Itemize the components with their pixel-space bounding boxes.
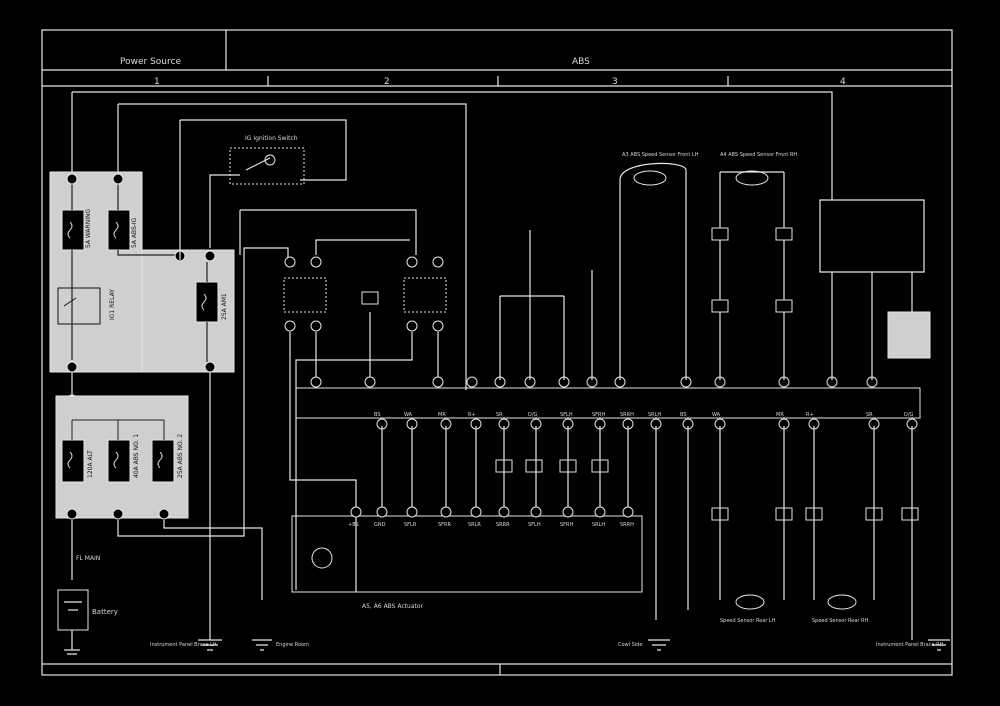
fuse-label-alt: 120A ALT [87, 450, 94, 478]
ecu-top-pin [364, 376, 376, 388]
actuator-pin [350, 506, 362, 518]
column-numbers: 1 2 3 4 [154, 76, 846, 87]
column-2: 2 [384, 77, 390, 87]
actuator-label: A5, A6 ABS Actuator [362, 603, 424, 610]
ecu-mid-pin-label: R+ [468, 412, 476, 418]
abs-motor-relay [819, 199, 925, 273]
actuator-pin-label: SRRR [496, 522, 510, 528]
ecu-mid-pins: BS WA MR R+ SR D/G SFLH SFRH SRRH SRLH BS WA MR R+ SR D… [374, 412, 918, 430]
ecu-mid-pin-label: D/G [904, 412, 914, 418]
svg-text:A4 ABS Speed Sensor Front RH: A4 ABS Speed Sensor Front RH [720, 152, 797, 158]
svg-text:Instrument Panel Brace RH: Instrument Panel Brace RH [876, 642, 944, 648]
ecu-mid-pin-label: SFRH [592, 412, 606, 418]
svg-text:Instrument Panel Brace LH: Instrument Panel Brace LH [150, 642, 217, 648]
actuator-pin-label: SRLH [592, 522, 605, 528]
actuator-pin [440, 506, 452, 518]
ecu-mid-pin-label: BS [374, 412, 381, 418]
fuse-25a-am1 [195, 281, 219, 323]
ig-switch-label: IG Ignition Switch [245, 135, 298, 142]
fuse-label-warning: 5A WARNING [85, 209, 92, 248]
actuator-pin-label: SRRH [620, 522, 634, 528]
fuse-5a-abs-ig [107, 209, 131, 251]
ecu-mid-pin-label: SR [496, 412, 503, 418]
column-1: 1 [154, 77, 160, 87]
battery: FL MAIN Battery [57, 555, 118, 655]
relay-cluster [239, 209, 447, 590]
speed-sensors: Speed Sensor Rear LH Speed Sensor Rear R… [622, 152, 869, 624]
ecu-mid-pin-label: SFLH [560, 412, 573, 418]
actuator-pin-label: SFLR [404, 522, 417, 528]
actuator-pin [622, 506, 634, 518]
fuse-block-lower: 120A ALT 40A ABS NO. 1 25A ABS NO. 2 [55, 395, 189, 520]
fuse-block-upper: 5A WARNING 5A ABS-IG 25A AM1 IG1 RELAY [49, 171, 235, 373]
actuator-pin [562, 506, 574, 518]
diagram-frame [41, 29, 953, 676]
fuse-label-abs2: 25A ABS NO. 2 [177, 434, 184, 478]
actuator-pin-label: SFRH [560, 522, 574, 528]
actuator-pin-label: GND [374, 522, 386, 528]
column-3: 3 [612, 77, 618, 87]
actuator-pin-label: SFRR [438, 522, 452, 528]
ecu-mid-pin-label: BS [680, 412, 687, 418]
ecu-mid-pin-label: D/G [528, 412, 538, 418]
actuator-pin-label: +BS [348, 522, 359, 528]
ground-symbols: Instrument Panel Brace LH Engine Room Co… [150, 580, 950, 651]
connector-block-right [887, 311, 931, 359]
actuator-pin-label: SFLH [528, 522, 541, 528]
ecu-mid-pin-label: SRLH [648, 412, 661, 418]
ig1-relay-label: IG1 RELAY [109, 289, 116, 320]
ecu-mid-pin-label: WA [404, 412, 413, 418]
ecu-top-pin [466, 376, 478, 388]
actuator-pin [376, 506, 388, 518]
abs-title: ABS [572, 57, 590, 67]
ecu-top-pin [432, 376, 444, 388]
actuator-pin [498, 506, 510, 518]
ecu-mid-pin-label: SR [866, 412, 873, 418]
actuator-pins: +BS GND SFLR SFRR SRLR SRRR SFLH SFRH SRLH SRRH [348, 506, 634, 528]
ecu-top-pin [310, 376, 322, 388]
ecu-mid-pin-label: MR [776, 412, 784, 418]
actuator-pin [470, 506, 482, 518]
ecu-mid-pin-label: SRRH [620, 412, 634, 418]
actuator-pin [594, 506, 606, 518]
svg-text:Engine Room: Engine Room [276, 642, 309, 648]
actuator-pin-label: SRLR [468, 522, 481, 528]
abs-actuator: A5, A6 ABS Actuator [291, 515, 643, 610]
battery-label: Battery [92, 608, 118, 616]
main-feed-wire [72, 91, 833, 200]
actuator-pin [406, 506, 418, 518]
ecu-mid-pin-label: WA [712, 412, 721, 418]
svg-text:Cowl Side: Cowl Side [618, 642, 642, 648]
fuse-5a-warning [61, 209, 85, 251]
fl-main-label: FL MAIN [76, 555, 100, 562]
actuator-pin [530, 506, 542, 518]
column-4: 4 [840, 77, 846, 87]
fuse-label-abs1: 40A ABS NO. 1 [133, 434, 140, 478]
ignition-switch: IG Ignition Switch [229, 135, 305, 185]
power-source-title: Power Source [120, 57, 181, 67]
ecu-mid-pin-label: MR [438, 412, 446, 418]
ecu-mid-pin-label: R+ [806, 412, 814, 418]
svg-text:A3 ABS Speed Sensor Front LH: A3 ABS Speed Sensor Front LH [622, 152, 699, 158]
fuse-connectors [66, 173, 216, 406]
svg-text:Speed Sensor Rear RH: Speed Sensor Rear RH [812, 618, 869, 624]
fuse-label-am1: 25A AM1 [221, 293, 228, 320]
abs-ecu-box [295, 387, 921, 419]
svg-text:Speed Sensor Rear LH: Speed Sensor Rear LH [720, 618, 776, 624]
fuse-label-abs-ig: 5A ABS-IG [131, 217, 138, 248]
ecu-top-pins [310, 376, 878, 388]
